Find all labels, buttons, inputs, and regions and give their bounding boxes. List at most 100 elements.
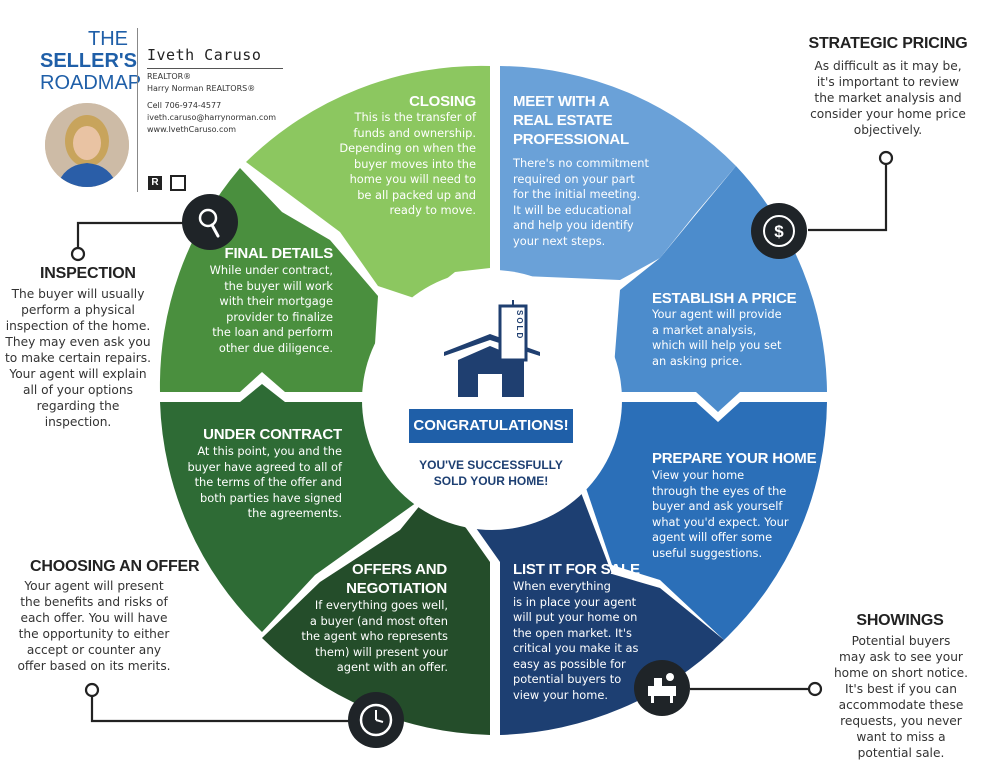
congratulations-banner: CONGRATULATIONS! <box>409 409 573 443</box>
prepare-body-line: through the eyes of the <box>652 483 787 498</box>
price-body-line: a market analysis, <box>652 322 757 337</box>
inspection-connector <box>76 221 185 252</box>
sold-sign-text: SOLD <box>515 310 524 341</box>
closing-body-line: buyer moves into the <box>353 156 476 171</box>
price-body: Your agent will provide a market analysi… <box>652 307 782 369</box>
inspection-body-line: regarding the <box>36 399 120 413</box>
showings-body-line: It's best if you can <box>845 682 957 696</box>
showings-body-line: potential sale. <box>857 746 945 760</box>
final-body-line: provider to finalize <box>226 309 333 324</box>
callout-connectors <box>76 160 888 723</box>
center-circle <box>362 270 622 530</box>
segment-closing <box>246 65 490 300</box>
final-body-line: other due diligence. <box>218 340 333 355</box>
final-body-line: the loan and perform <box>212 325 333 339</box>
list-body-line: view your home. <box>513 687 608 702</box>
price-body-line: Your agent will provide <box>652 307 782 321</box>
agent-phone: Cell 706-974-4577 <box>147 101 222 110</box>
closing-body-line: funds and ownership. <box>353 125 476 140</box>
pricing-body-line: objectively. <box>853 123 923 137</box>
offers-body-line: a buyer (and most often <box>309 613 448 628</box>
showings-callout-title: SHOWINGS <box>856 612 944 629</box>
contract-body-line: the terms of the offer and <box>194 475 342 489</box>
closing-body-line: ready to move. <box>389 203 476 217</box>
offers-body-line: If everything goes well, <box>314 598 448 612</box>
agent-website[interactable]: www.IvethCaruso.com <box>147 125 237 134</box>
showings-body-line: may ask to see your <box>839 650 963 664</box>
svg-text:$: $ <box>774 222 784 241</box>
pricing-body-line: the market analysis and <box>814 91 962 105</box>
meet-title-line2: REAL ESTATE <box>513 112 613 129</box>
meet-body-line: required on your part <box>513 171 635 186</box>
list-body-line: will put your home on <box>513 610 638 624</box>
closing-title: CLOSING <box>409 93 476 110</box>
agent-title: REALTOR® <box>147 72 192 81</box>
prepare-body-line: View your home <box>652 468 745 482</box>
prepare-body: View your home through the eyes of the b… <box>652 468 789 561</box>
inspection-body-line: perform a physical <box>21 303 135 317</box>
prepare-body-line: agent will offer some <box>652 530 773 544</box>
contract-body: At this point, you and the buyer have ag… <box>160 444 342 522</box>
prepare-body-line: useful suggestions. <box>652 545 763 560</box>
final-body-line: While under contract, <box>209 263 333 277</box>
list-body: When everything is in place your agent w… <box>513 579 638 703</box>
inspection-body-line: They may even ask you <box>5 335 151 349</box>
closing-body-line: home you will need to <box>349 172 476 186</box>
pricing-body-line: consider your home price <box>810 107 966 121</box>
brand-line3: ROADMAP <box>40 72 142 94</box>
meet-body-line: and help you identify <box>513 218 634 232</box>
meet-title-line1: MEET WITH A <box>513 93 610 110</box>
choosing-body-line: the opportunity to either <box>18 627 170 641</box>
inspection-body-line: inspection of the home. <box>5 319 151 333</box>
connector-dots <box>70 150 894 698</box>
inspection-callout-title: INSPECTION <box>40 265 136 282</box>
price-body-line: an asking price. <box>652 353 743 368</box>
realtor-logo: R <box>148 176 162 190</box>
final-title: FINAL DETAILS <box>224 245 333 262</box>
showings-body-line: requests, you never <box>840 714 962 728</box>
segment-offers <box>262 493 490 735</box>
choosing-callout-title: CHOOSING AN OFFER <box>30 558 200 575</box>
segment-prepare <box>585 402 827 640</box>
meet-body-line: for the initial meeting. <box>513 187 641 201</box>
meet-body-line: It will be educational <box>513 202 632 217</box>
contract-title: UNDER CONTRACT <box>203 426 342 443</box>
list-body-line: the open market. It's <box>513 625 632 640</box>
pricing-connector <box>808 160 888 232</box>
closing-body-line: Depending on when the <box>339 141 476 155</box>
header-divider <box>137 28 138 192</box>
prepare-body-line: buyer and ask yourself <box>652 499 783 513</box>
segment-meet <box>500 66 736 280</box>
meet-title: MEET WITH A REAL ESTATE PROFESSIONAL <box>513 92 629 149</box>
offers-body-line: the agent who represents <box>301 629 448 643</box>
list-body-line: is in place your agent <box>513 594 637 609</box>
showing-icon <box>634 660 690 716</box>
agent-name-rule <box>147 68 283 69</box>
closing-body-line: be all packed up and <box>357 187 476 202</box>
final-body-line: the buyer will work <box>224 278 333 293</box>
pricing-body-line: it's important to review <box>816 75 960 89</box>
inspection-body-line: Your agent will explain <box>9 367 147 381</box>
pricing-body-line: As difficult as it may be, <box>814 59 962 73</box>
choosing-connector <box>90 690 350 723</box>
choosing-body-line: each offer. You will have <box>20 611 168 625</box>
showings-body-line: want to miss a <box>856 730 946 744</box>
meet-body-line: There's no commitment <box>513 156 649 170</box>
closing-body-line: This is the transfer of <box>354 110 476 124</box>
choosing-body-line: offer based on its merits. <box>17 659 171 673</box>
agent-email[interactable]: iveth.caruso@harrynorman.com <box>147 113 277 122</box>
inspection-body-line: all of your options <box>23 383 133 397</box>
agent-name: Iveth Caruso <box>147 46 262 64</box>
price-title: ESTABLISH A PRICE <box>652 290 797 307</box>
final-body: While under contract, the buyer will wor… <box>180 263 333 356</box>
brand-title: THE SELLER'S ROADMAP <box>40 28 142 94</box>
pricing-callout-body: As difficult as it may be, it's importan… <box>796 58 980 138</box>
offers-title-line2: NEGOTIATION <box>346 580 447 597</box>
clock-icon <box>348 692 404 748</box>
pricing-callout-title: STRATEGIC PRICING <box>808 35 968 52</box>
offers-body: If everything goes well, a buyer (and mo… <box>290 598 448 676</box>
inspection-body-line: The buyer will usually <box>11 287 145 301</box>
offers-body-line: them) will present your <box>315 644 448 659</box>
house-sold-icon <box>444 300 540 397</box>
